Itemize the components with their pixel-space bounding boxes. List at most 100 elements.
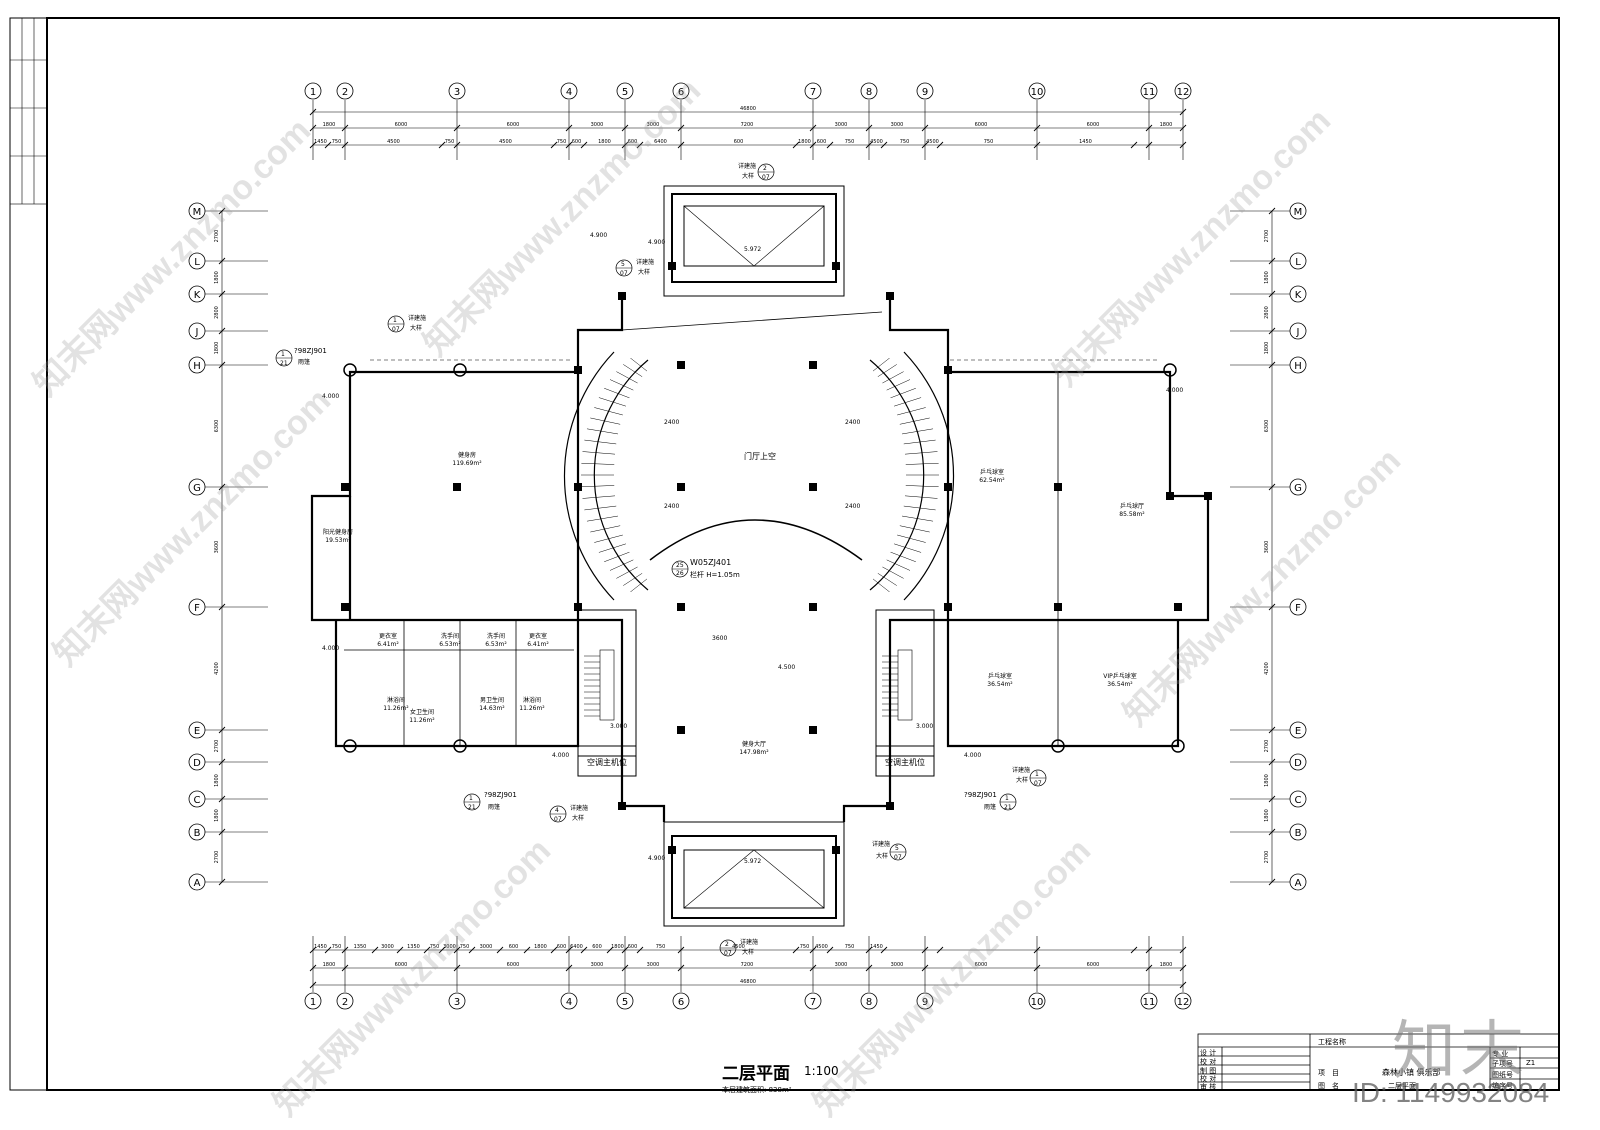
grid-col-label: 12 — [1177, 87, 1190, 98]
stair-treads — [581, 357, 939, 717]
svg-text:1: 1 — [393, 317, 397, 324]
dim-bottom-row2-tick — [309, 946, 317, 954]
dim-top-row2-tick — [621, 141, 629, 149]
grid-col-bubble — [336, 992, 354, 1010]
room-pingpong: 乒乓球室 — [980, 468, 1004, 476]
level-4500: 4.500 — [778, 664, 795, 671]
sheet-outer-border — [9, 17, 1560, 1091]
dim-bottom-row2-label: 1350 — [354, 944, 367, 950]
svg-text:07: 07 — [894, 854, 902, 861]
dim-top-row2-tick — [453, 141, 461, 149]
dim-top-row2-tick — [826, 141, 834, 149]
dim-top-row2-tick — [809, 141, 817, 149]
detail-label2-south: 大样 — [742, 948, 754, 956]
dim-bottom-row1-label: 1800 — [1160, 962, 1173, 968]
dim-bottom-row1-label: 7200 — [741, 962, 754, 968]
structural-column — [341, 483, 349, 491]
dim-left-label: 1800 — [214, 774, 220, 787]
dim-left-label: 1800 — [214, 271, 220, 284]
stair-tread — [581, 485, 615, 488]
stair-tread — [598, 543, 627, 553]
dim-top-row2-label: 600 — [628, 139, 638, 145]
room-vip-area: 36.54m² — [1107, 681, 1133, 688]
dim-bottom-row1-tick — [621, 964, 629, 972]
dim-bottom-row2-tick — [677, 946, 685, 954]
canopy-code-nw: ?98ZJ901 — [294, 347, 327, 355]
dim-left-tick — [218, 878, 226, 886]
dim-bottom-row2-label: 750 — [460, 944, 470, 950]
structural-column — [944, 366, 952, 374]
tb-drawing-no-label: 图纸号 — [1492, 1071, 1513, 1079]
canopy-code-se: ?98ZJ901 — [964, 791, 997, 799]
grid-col-label: 1 — [310, 87, 316, 98]
svg-text:07: 07 — [392, 326, 400, 333]
tb-role-3: 制 图 — [1200, 1067, 1217, 1075]
stair-tread — [882, 371, 904, 384]
dim-top-total-tick — [309, 108, 317, 116]
grid-row-label: A — [1295, 878, 1302, 889]
dim-bottom-row2-tick — [792, 946, 800, 954]
dim-bottom-row1-label: 6000 — [1087, 962, 1100, 968]
stair-tread — [598, 397, 627, 407]
grid-row-label: C — [194, 795, 201, 806]
room-pingpong-small: 乒乓球室 — [988, 672, 1012, 680]
dim-bottom-total-label: 46800 — [740, 979, 756, 985]
sheet-inner-border — [46, 17, 1560, 1091]
grid-col-bubble — [304, 82, 322, 100]
dim-bottom-row2-tick — [565, 946, 573, 954]
svg-text:07: 07 — [724, 950, 732, 957]
structural-column — [1174, 603, 1182, 611]
svg-text:07: 07 — [620, 270, 628, 277]
dim-top-row2-label: 600 — [734, 139, 744, 145]
grid-row-label: H — [193, 361, 201, 372]
stair-tread — [905, 485, 939, 488]
grid-row-bubble — [188, 721, 206, 739]
tb-item-label: 项 目 — [1318, 1069, 1339, 1077]
dim-top-row2-label: 750 — [557, 139, 567, 145]
dim-bottom-row1-tick — [1179, 964, 1187, 972]
stair-tread — [582, 451, 616, 455]
grid-col-bubble — [672, 992, 690, 1010]
grid-col-bubble — [616, 82, 634, 100]
grid-col-bubble — [916, 82, 934, 100]
svg-text:5: 5 — [621, 261, 625, 268]
dim-bottom-row2-label: 1450 — [314, 944, 327, 950]
stair-tread — [609, 559, 634, 571]
stair-tread — [905, 462, 939, 465]
svg-text:21: 21 — [1004, 804, 1012, 811]
grid-col-bubble — [916, 992, 934, 1010]
grid-row-label: C — [1295, 795, 1302, 806]
dim-bottom-row2-tick — [550, 946, 558, 954]
dim-bottom-row1-tick — [809, 964, 817, 972]
svg-text:21: 21 — [280, 360, 288, 367]
dim-top-row1-tick — [621, 124, 629, 132]
dim-left-tick — [218, 327, 226, 335]
dim-top-row1-tick — [677, 124, 685, 132]
grid-row-bubble — [1289, 790, 1307, 808]
dim-top-row2-label: 600 — [817, 139, 827, 145]
grid-row-label: A — [194, 878, 201, 889]
dim-top-row2-tick — [550, 141, 558, 149]
stair-tread — [623, 364, 643, 377]
room-pingpong-small-area: 36.54m² — [987, 681, 1013, 688]
grid-row-bubble — [1289, 721, 1307, 739]
grid-col-bubble — [560, 82, 578, 100]
dim-3600: 3600 — [712, 635, 727, 642]
dim-bottom-row2-label: 4500 — [815, 944, 828, 950]
detail-label2-sse: 大样 — [876, 852, 888, 860]
brand-id: ID: 1149932084 — [1352, 1077, 1550, 1108]
stair-ref-index: 25 — [676, 562, 684, 569]
dim-bottom-row1-tick — [865, 964, 873, 972]
dim-left-tick — [218, 828, 226, 836]
grid-row-label: F — [194, 603, 200, 614]
grid-col-bubble — [1140, 992, 1158, 1010]
detail-label2-nw: 大样 — [638, 268, 650, 276]
dim-top-row1-label: 3000 — [647, 122, 660, 128]
stair-tread — [604, 387, 630, 399]
dim-bottom-row2-label: 6400 — [570, 944, 583, 950]
structural-column — [341, 603, 349, 611]
room-changing-1: 更衣室 — [379, 632, 397, 640]
room-changing-2-area: 6.41m² — [527, 641, 549, 648]
stair-tread — [872, 578, 890, 593]
